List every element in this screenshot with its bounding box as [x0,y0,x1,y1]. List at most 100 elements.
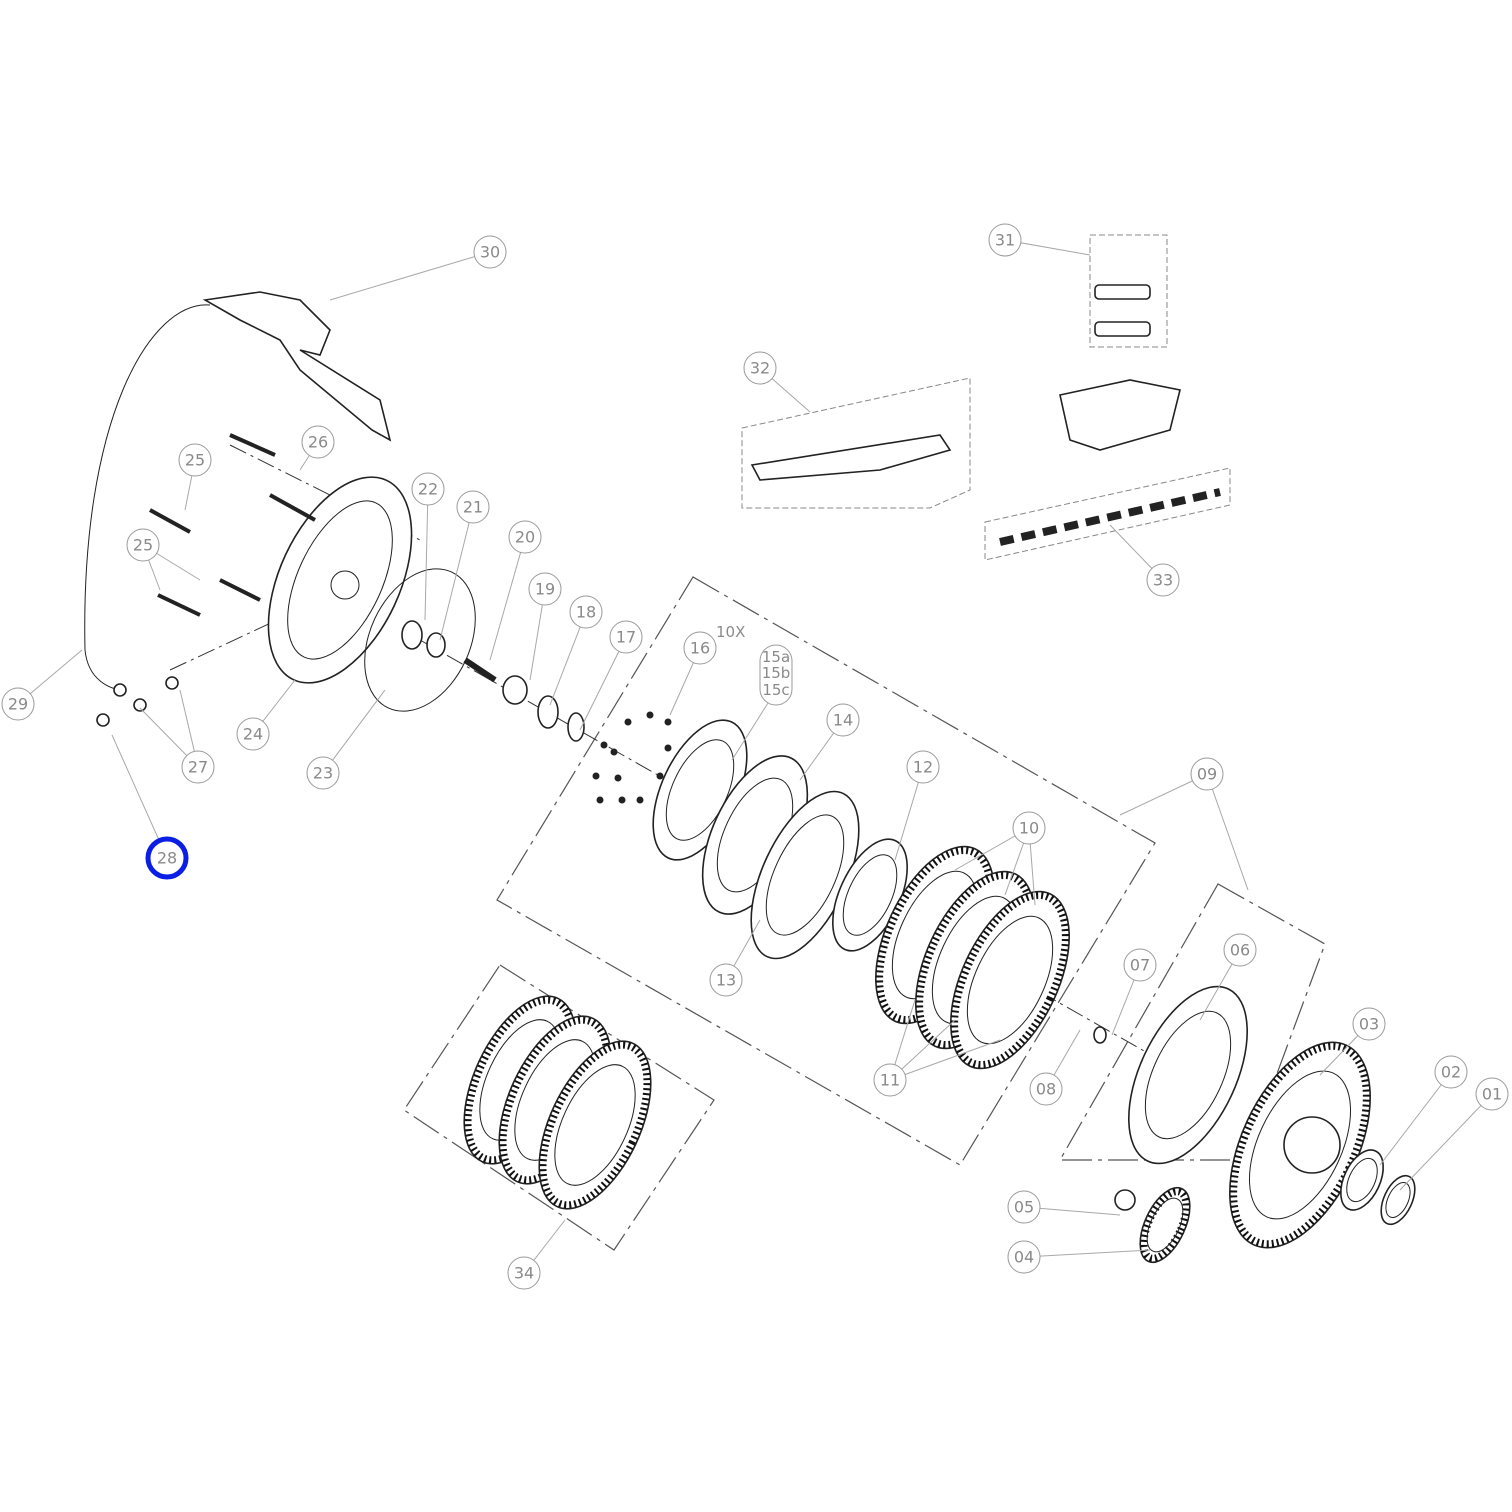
callout-label: 11 [880,1071,900,1090]
banjo-washer [113,683,127,697]
primary-gear-hub [1283,1116,1341,1174]
callout-label: 25 [185,451,205,470]
callout-25[interactable]: 25 [126,528,160,562]
callout-19[interactable]: 19 [528,572,562,606]
callout-label: 05 [1014,1198,1034,1217]
thrust-washer [1380,1174,1416,1226]
callout-33[interactable]: 33 [1146,563,1180,597]
screw [624,718,632,726]
callout-23[interactable]: 23 [306,756,340,790]
leader-line [1023,1249,1151,1258]
callout-15abc[interactable]: 15a 15b 15c [759,644,793,706]
hub-group-box [1058,883,1326,1161]
callout-24[interactable]: 24 [236,717,270,751]
callout-13[interactable]: 13 [709,963,743,997]
callout-02[interactable]: 02 [1434,1055,1468,1089]
lever-kit-box [741,377,971,509]
clutch-lever [750,434,952,481]
callout-08[interactable]: 08 [1029,1072,1063,1106]
callout-label: 31 [995,231,1015,250]
cover-bolt [269,493,316,522]
leader-line [889,1039,1001,1081]
quantity-note: 10X [716,623,745,641]
callout-32[interactable]: 32 [743,351,777,385]
callout-16[interactable]: 16 [683,631,717,665]
callout-label: 23 [313,764,333,783]
callout-29[interactable]: 29 [1,687,35,721]
callout-label: 16 [690,639,710,658]
callout-07[interactable]: 07 [1123,948,1157,982]
callout-11[interactable]: 11 [873,1063,907,1097]
callout-22[interactable]: 22 [411,472,445,506]
callout-05[interactable]: 05 [1007,1190,1041,1224]
drive-gear [1139,1186,1191,1264]
friction-plate [538,1040,652,1210]
callout-06[interactable]: 06 [1223,933,1257,967]
screw [636,796,644,804]
callout-label: 25 [133,536,153,555]
axial-part [502,675,528,705]
reservoir-cap [1094,284,1151,300]
screw [610,748,618,756]
callout-30[interactable]: 30 [473,235,507,269]
push-rod [463,657,497,683]
callout-18[interactable]: 18 [569,595,603,629]
callout-label: 09 [1197,765,1217,784]
clutch-pack-group-box [496,576,1156,1166]
piston-kit [999,488,1221,546]
callout-28[interactable]: 28 [145,836,189,880]
needle-bearing [1340,1149,1384,1211]
leader-line [489,536,526,661]
callout-21[interactable]: 21 [456,490,490,524]
axial-part [1093,1026,1107,1044]
banjo-washer [133,698,147,712]
callout-09[interactable]: 09 [1190,757,1224,791]
screw [656,772,664,780]
callout-label: 07 [1130,956,1150,975]
leader-line [329,251,491,301]
screw [592,772,600,780]
master-cylinder [202,291,392,442]
banjo-washer [165,676,179,690]
axial-part [401,620,423,650]
callout-label: 04 [1014,1248,1034,1267]
callout-label: 01 [1482,1085,1502,1104]
callout-label: 10 [1019,819,1039,838]
master-cylinder-cover-box [1089,234,1168,348]
axial-part [567,712,585,742]
clutch-hub [1128,985,1248,1165]
callout-17[interactable]: 17 [609,620,643,654]
brake-hose [84,304,211,691]
callout-12[interactable]: 12 [906,750,940,784]
leader-line [111,734,168,859]
leader-line [439,506,474,641]
callout-label: 33 [1153,571,1173,590]
callout-label: 14 [833,711,853,730]
callout-label: 03 [1359,1015,1379,1034]
friction-plate [950,890,1070,1070]
callout-label: 18 [576,603,596,622]
callout-label: 21 [463,498,483,517]
callouts: 01 02 03 04 05 06 07 08 09 10 11 12 13 14 16 17 18 19 20 21… [1,223,1509,1290]
callout-26[interactable]: 26 [301,425,335,459]
leader-line [579,636,627,731]
screw [664,718,672,726]
callout-label: 13 [716,971,736,990]
callout-10[interactable]: 10 [1012,811,1046,845]
callout-01[interactable]: 01 [1475,1077,1509,1111]
callout-label: 08 [1036,1080,1056,1099]
callout-27[interactable]: 27 [181,750,215,784]
leader-line [731,702,769,761]
screw [646,711,654,719]
leader-line [549,611,587,706]
callout-20[interactable]: 20 [508,520,542,554]
callout-04[interactable]: 04 [1007,1240,1041,1274]
callout-14[interactable]: 14 [826,703,860,737]
callout-03[interactable]: 03 [1352,1007,1386,1041]
callout-25[interactable]: 25 [178,443,212,477]
callout-15c-label: 15c [762,681,789,699]
callout-31[interactable]: 31 [988,223,1022,257]
callout-34[interactable]: 34 [507,1256,541,1290]
